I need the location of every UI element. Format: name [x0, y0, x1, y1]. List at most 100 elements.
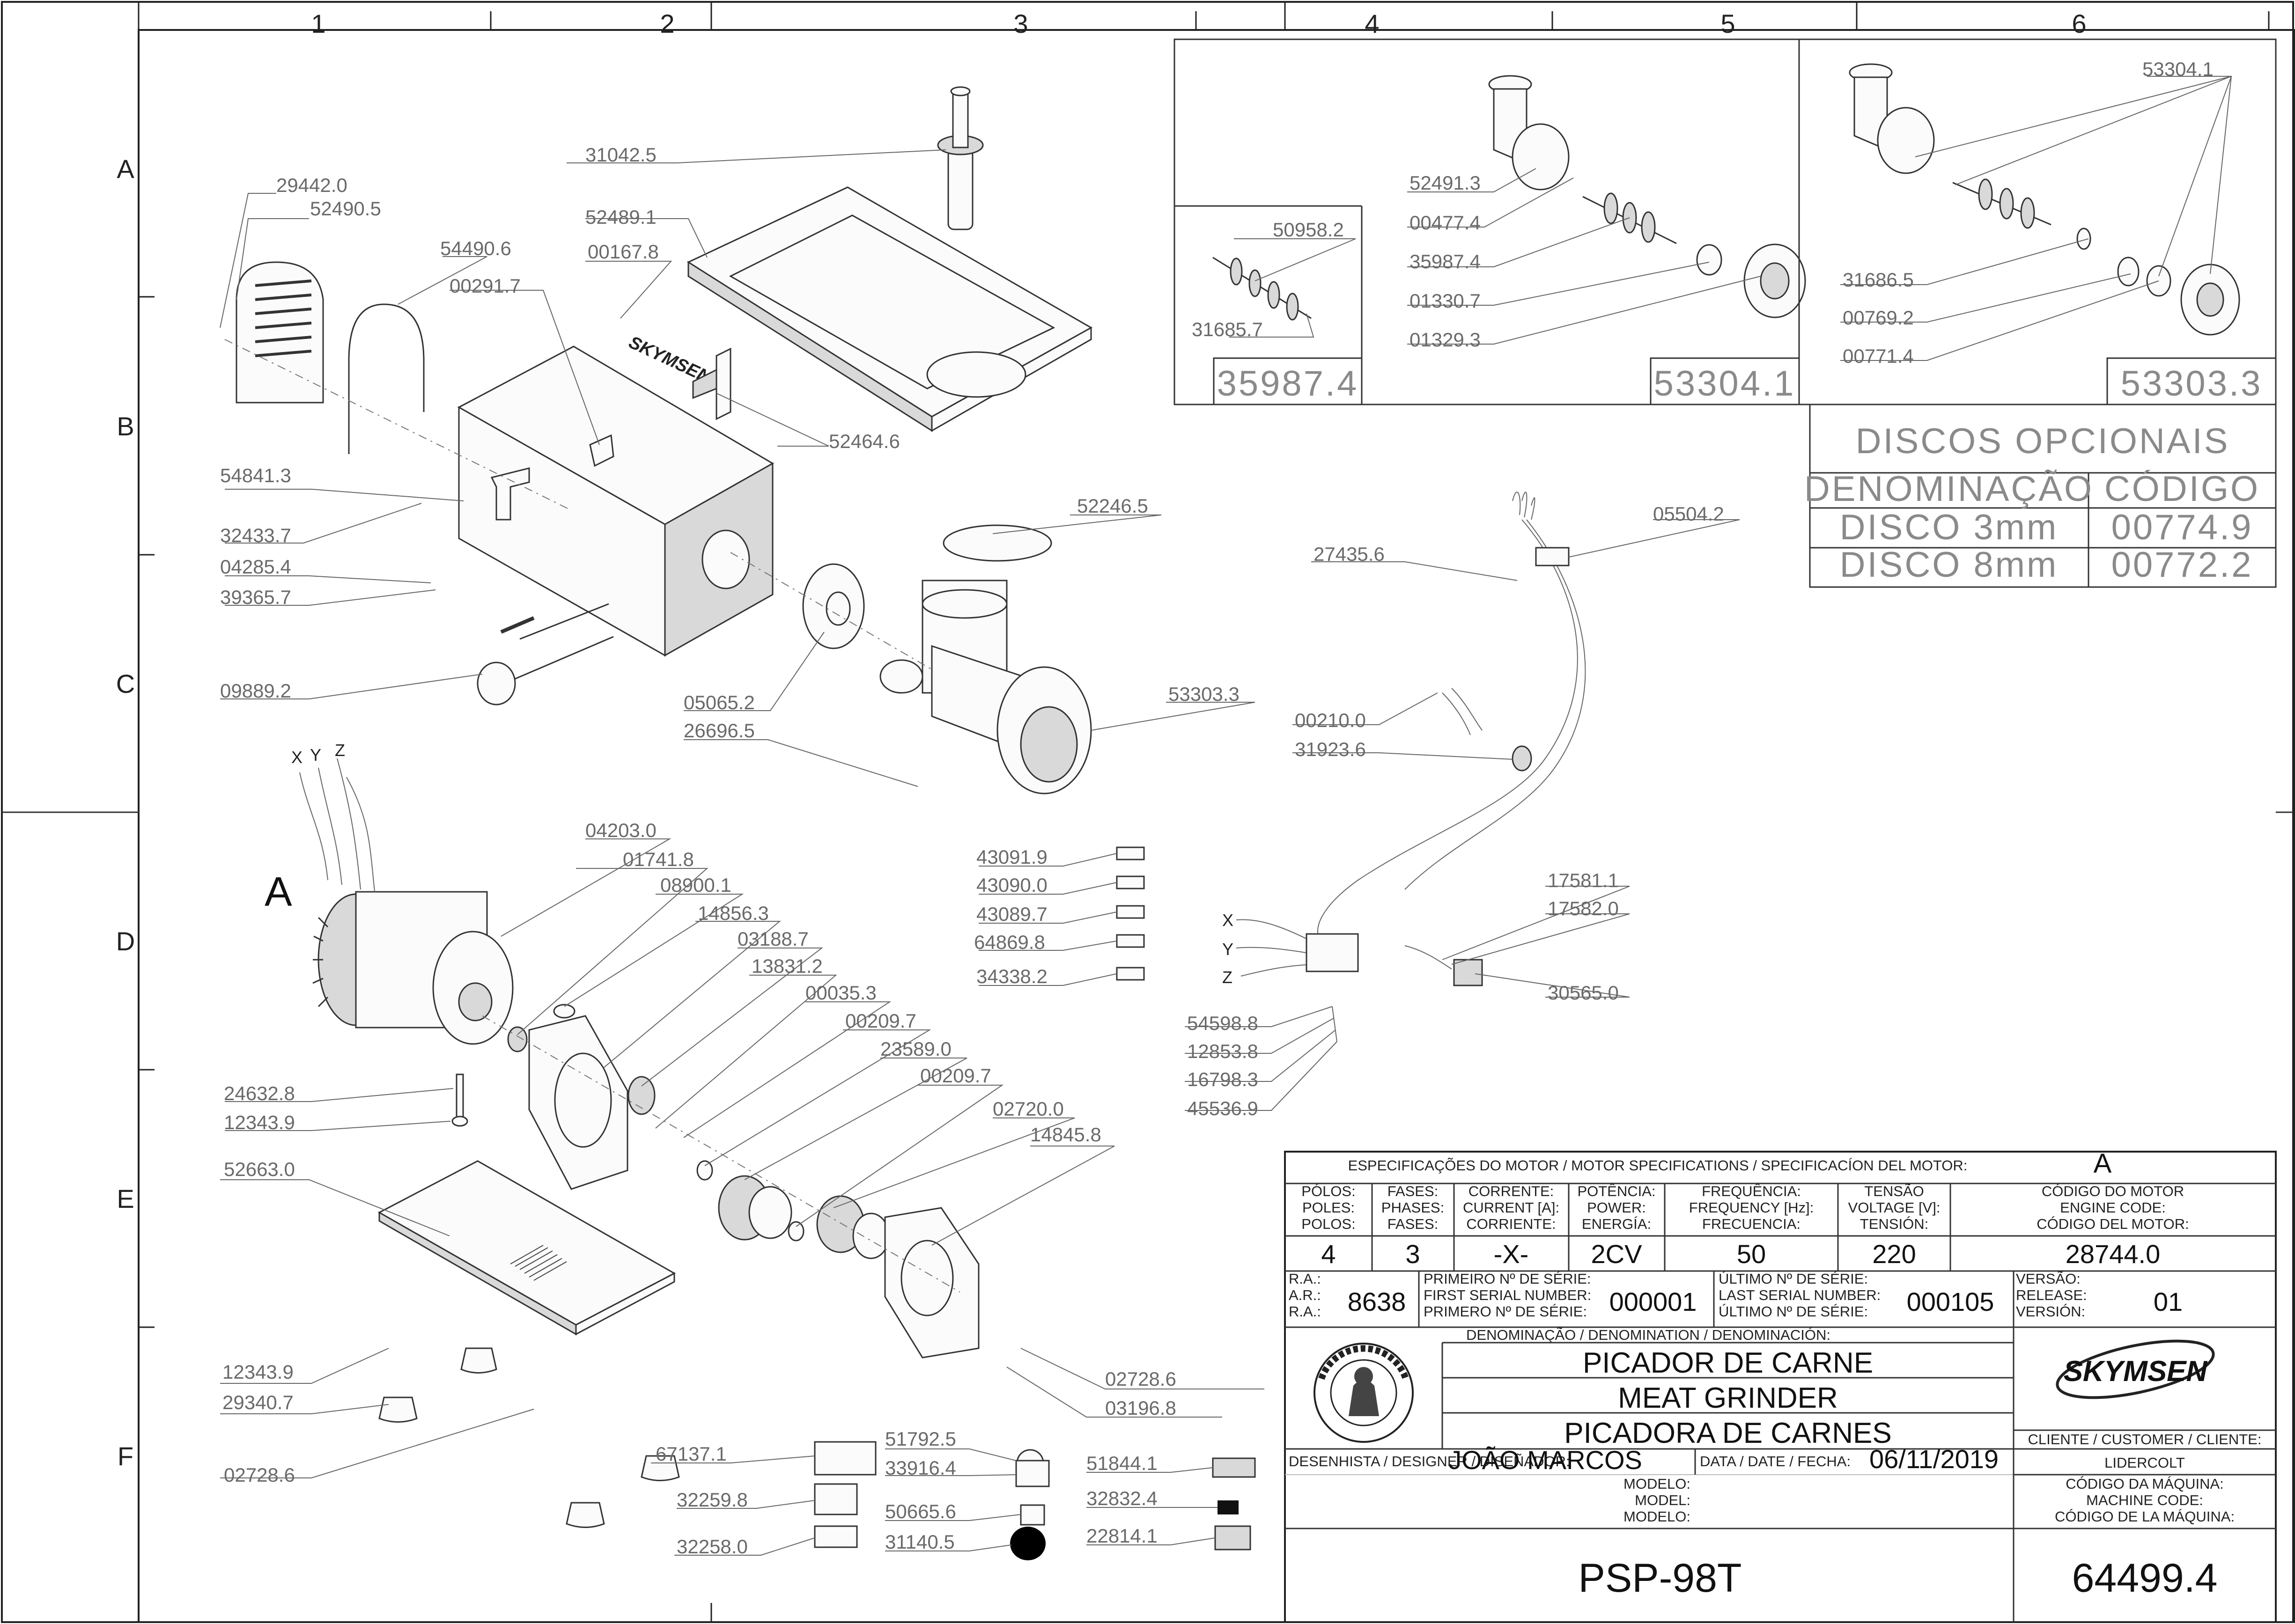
first-serial-label-1: PRIMEIRO Nº DE SÉRIE: [1424, 1271, 1591, 1287]
last-serial-label-1: ÚLTIMO Nº DE SÉRIE: [1719, 1271, 1868, 1287]
version-label-2: RELEASE: [2016, 1287, 2087, 1303]
value-power: 2CV [1591, 1239, 1643, 1269]
part-callouts: 31042.5 29442.0 52490.5 52489.1 00167.8 … [220, 58, 2214, 1558]
callout-12853-8: 12853.8 [1187, 1040, 1258, 1062]
callout-01741-8: 01741.8 [623, 848, 694, 870]
callout-53304-1: 53304.1 [2142, 58, 2214, 80]
callout-04285-4: 04285.4 [220, 556, 291, 578]
discos-row-2-code: 00772.2 [2111, 545, 2253, 585]
grid-row-b: B [117, 412, 134, 441]
harness-label-x: X [1222, 911, 1233, 930]
last-serial-value: 000105 [1907, 1287, 1994, 1316]
version-label-1: VERSÃO: [2016, 1271, 2081, 1287]
hdr-power-2: POWER: [1587, 1199, 1646, 1216]
grid-row-f: F [118, 1441, 133, 1471]
first-serial-label-3: PRIMERO Nº DE SÉRIE: [1424, 1303, 1587, 1320]
grid-row-c: C [116, 669, 135, 698]
wire-label-z: Z [335, 741, 345, 760]
callout-32832-4: 32832.4 [1086, 1487, 1158, 1509]
grid-row-a: A [117, 154, 134, 184]
grid-row-d: D [116, 926, 135, 956]
hdr-phases-3: FASES: [1387, 1216, 1439, 1232]
discos-title: DISCOS OPCIONAIS [1856, 421, 2230, 461]
grid-col-6: 6 [2072, 9, 2086, 38]
grid-col-1: 1 [311, 9, 325, 38]
hdr-engine-code-3: CÓDIGO DEL MOTOR: [2037, 1216, 2189, 1232]
grid-row-e: E [117, 1184, 134, 1213]
discos-row-1-code: 00774.9 [2111, 507, 2253, 547]
model-value: PSP-98T [1579, 1556, 1742, 1601]
machine-code-label-2: MACHINE CODE: [2086, 1492, 2203, 1508]
callout-54490-6: 54490.6 [440, 237, 511, 259]
last-serial-label-3: ÚLTIMO Nº DE SÉRIE: [1719, 1303, 1868, 1320]
ra-value: 8638 [1348, 1287, 1406, 1316]
callout-12343-9-b: 12343.9 [222, 1361, 294, 1383]
callout-00210-0: 00210.0 [1295, 709, 1366, 731]
callout-00209-7-a: 00209.7 [845, 1010, 916, 1032]
parts-geometry: SKYMSEN [224, 63, 2240, 1560]
designer-label: DESENHISTA / DESIGNER / DISEÑADOR: [1289, 1453, 1570, 1470]
callout-52489-1: 52489.1 [585, 206, 657, 228]
machine-code-label-1: CÓDIGO DA MÁQUINA: [2066, 1476, 2224, 1492]
hdr-voltage-2: VOLTAGE [V]: [1848, 1199, 1941, 1216]
motor-spec-heading: ESPECIFICAÇÕES DO MOTOR / MOTOR SPECIFIC… [1348, 1157, 1968, 1174]
callout-09889-2: 09889.2 [220, 680, 291, 702]
callout-13831-2: 13831.2 [752, 955, 823, 977]
hdr-frequency-1: FREQUÊNCIA: [1702, 1183, 1801, 1199]
discos-header-name: DENOMINAÇÃO [1804, 469, 2094, 509]
hdr-phases-1: FASES: [1387, 1183, 1439, 1199]
hdr-current-2: CURRENT [A]: [1463, 1199, 1559, 1216]
date-label: DATA / DATE / FECHA: [1700, 1453, 1851, 1470]
callout-14856-3: 14856.3 [698, 902, 769, 924]
callout-32433-7: 32433.7 [220, 524, 291, 546]
leader-lines [220, 76, 2232, 1556]
detail-53304-1-parts [1488, 75, 1806, 318]
product-name-en: MEAT GRINDER [1618, 1382, 1838, 1414]
grid-col-3: 3 [1013, 9, 1028, 38]
callout-29340-7: 29340.7 [222, 1391, 294, 1413]
callout-52490-5: 52490.5 [310, 198, 381, 220]
skymsen-logo: SKYMSEN [2056, 1339, 2215, 1399]
callout-26696-5: 26696.5 [684, 720, 755, 742]
hdr-current-1: CORRENTE: [1469, 1183, 1554, 1199]
callout-01330-7: 01330.7 [1409, 290, 1481, 312]
ra-label-3: R.A.: [1289, 1303, 1321, 1320]
callout-39365-7: 39365.7 [220, 586, 291, 608]
callout-00035-3: 00035.3 [805, 982, 877, 1004]
callout-52246-5: 52246.5 [1077, 495, 1148, 517]
callout-00167-8: 00167.8 [588, 241, 659, 263]
grid-row-labels: A B C D E F [116, 154, 135, 1471]
value-engine-code: 28744.0 [2066, 1239, 2160, 1269]
hdr-frequency-2: FREQUENCY [Hz]: [1689, 1199, 1814, 1216]
callout-32258-0: 32258.0 [677, 1536, 748, 1558]
hdr-poles-1: PÓLOS: [1301, 1183, 1355, 1199]
machine-code-label-3: CÓDIGO DE LA MÁQUINA: [2055, 1508, 2235, 1525]
wire-labels: X Y Z A X Y Z [265, 741, 1233, 987]
callout-02720-0: 02720.0 [993, 1098, 1064, 1120]
callout-16798-3: 16798.3 [1187, 1068, 1258, 1090]
discos-opcionais-table: DISCOS OPCIONAIS DENOMINAÇÃO CÓDIGO DISC… [1804, 404, 2277, 588]
model-label-1: MODELO: [1623, 1476, 1690, 1492]
callout-54598-8: 54598.8 [1187, 1012, 1258, 1034]
hdr-power-1: POTÊNCIA: [1577, 1183, 1655, 1199]
callout-51844-1: 51844.1 [1086, 1452, 1158, 1474]
callout-00477-4: 00477.4 [1409, 212, 1481, 234]
hdr-phases-2: PHASES: [1381, 1199, 1444, 1216]
callout-54841-3: 54841.3 [220, 464, 291, 486]
hdr-engine-code-2: ENGINE CODE: [2060, 1199, 2166, 1216]
discos-row-1-name: DISCO 3mm [1840, 507, 2059, 547]
first-serial-value: 000001 [1609, 1287, 1697, 1316]
callout-50665-6: 50665.6 [885, 1500, 956, 1522]
title-block: ESPECIFICAÇÕES DO MOTOR / MOTOR SPECIFIC… [1284, 1148, 2277, 1623]
wire-label-x: X [291, 748, 303, 767]
value-poles: 4 [1321, 1239, 1336, 1269]
grid-col-2: 2 [660, 9, 674, 38]
hdr-current-3: CORRIENTE: [1466, 1216, 1556, 1232]
callout-04203-0: 04203.0 [585, 819, 657, 841]
callout-29442-0: 29442.0 [276, 174, 347, 196]
callout-64869-8: 64869.8 [974, 931, 1045, 953]
callout-12343-9-a: 12343.9 [224, 1111, 295, 1133]
callout-52464-6: 52464.6 [829, 430, 900, 452]
discos-header-code: CÓDIGO [2104, 469, 2260, 509]
